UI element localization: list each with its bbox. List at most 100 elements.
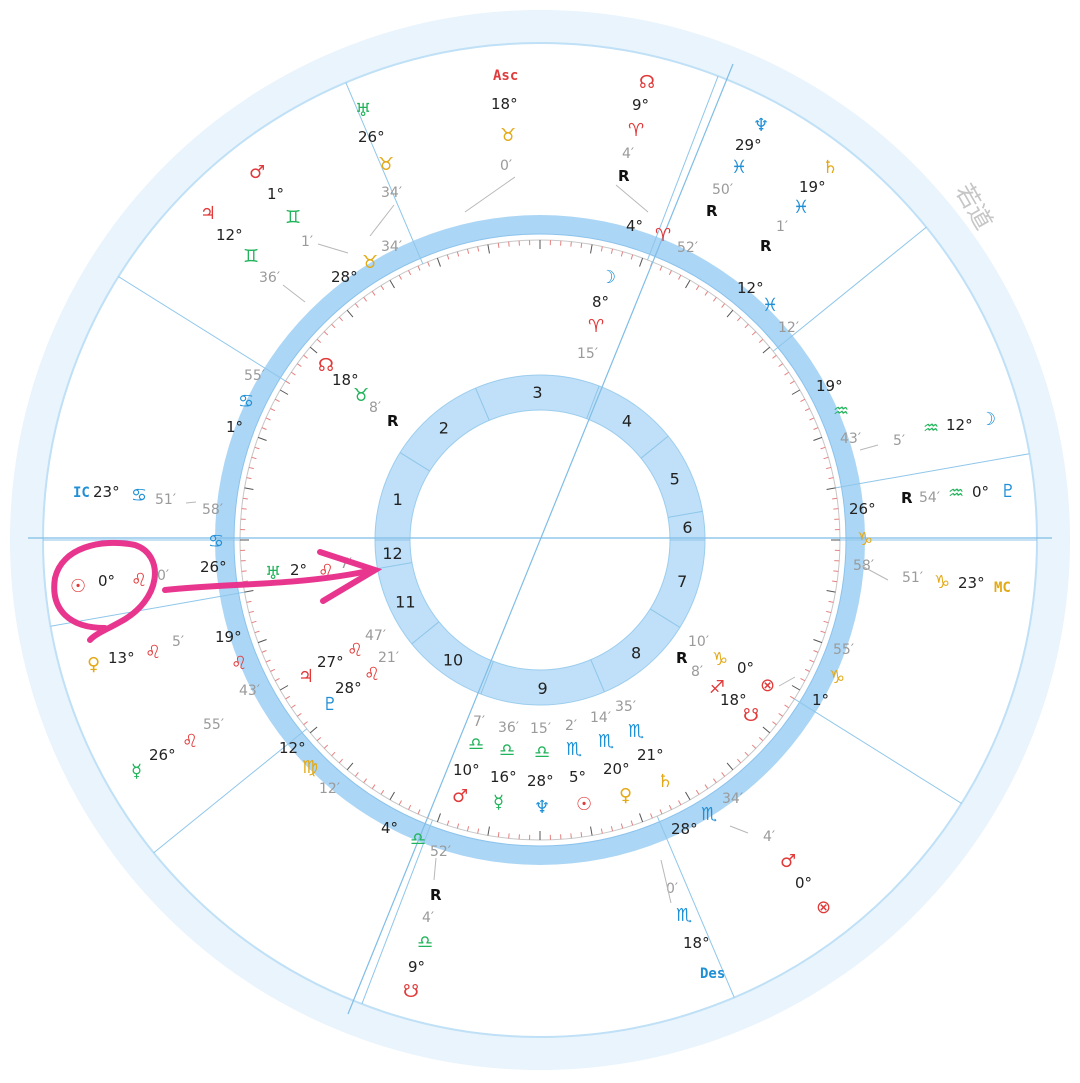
- cusp-1-deg: 26°: [200, 558, 227, 576]
- degree-tick: [251, 620, 257, 624]
- degree-tick: [789, 380, 795, 385]
- degree-tick: [466, 248, 470, 254]
- degree-tick: [380, 789, 385, 795]
- house-cusp-line: [794, 698, 962, 804]
- meridian-axis: [347, 63, 734, 1015]
- degree-tick: [744, 751, 749, 757]
- degree-tick: [758, 737, 764, 742]
- degree-tick: [331, 323, 336, 329]
- planet-pluto-sign: ♌: [364, 664, 380, 685]
- degree-tick: [600, 828, 603, 834]
- degree-tick: [778, 712, 783, 717]
- house-number: 9: [537, 679, 547, 698]
- outer-pluto-min: 54′: [919, 490, 940, 506]
- degree-tick: [809, 417, 815, 421]
- degree-tick: [791, 685, 801, 691]
- cusp-9-deg: 12°: [737, 279, 764, 297]
- outer-uranus-sign: ♉: [378, 154, 394, 175]
- outer-jupiter-icon: ♃: [200, 203, 216, 224]
- degree-tick: [610, 826, 614, 832]
- cusp-2-sign: ♌: [231, 653, 247, 674]
- degree-ticks: [240, 240, 840, 840]
- outer-southnode-retro: R: [430, 886, 442, 904]
- outer-sun-deg: 0°: [98, 572, 115, 590]
- planet-sun-sign: ♏: [566, 739, 582, 760]
- angle-mc-deg: 23°: [958, 574, 985, 592]
- degree-tick: [297, 712, 302, 717]
- degree-tick: [265, 659, 271, 663]
- outer-saturn-sign: ♓: [793, 197, 809, 218]
- cusp-5-min: 34′: [722, 791, 743, 807]
- degree-tick: [446, 254, 450, 260]
- cusp-7-sign: ♑: [857, 529, 873, 550]
- planet-node-retro: R: [387, 412, 399, 430]
- house-number: 6: [682, 518, 692, 537]
- degree-tick: [668, 270, 672, 276]
- degree-tick: [772, 354, 777, 359]
- degree-tick: [726, 762, 734, 771]
- degree-tick: [456, 823, 460, 829]
- planet-sun-icon: ☉: [576, 794, 592, 815]
- outer-pluto-icon: ♇: [1000, 481, 1016, 502]
- degree-tick: [257, 436, 267, 441]
- outer-jupiter-deg: 12°: [216, 226, 243, 244]
- outer-node-icon: ☊: [639, 72, 655, 93]
- planet-uranus-icon: ♅: [265, 563, 281, 584]
- planet-venus-icon: ♀: [619, 785, 632, 806]
- outer-moon-sign: ♒: [923, 418, 939, 439]
- planet-moon-min: 15′: [577, 346, 598, 362]
- degree-tick: [823, 456, 829, 460]
- cusp-3-min: 12′: [319, 781, 340, 797]
- degree-tick: [417, 265, 421, 271]
- degree-tick: [712, 297, 717, 302]
- cusp-3-deg: 12°: [279, 739, 306, 757]
- degree-tick: [380, 285, 385, 291]
- degree-tick: [820, 446, 826, 450]
- degree-tick: [242, 497, 248, 500]
- degree-tick: [274, 678, 280, 682]
- house-number: 11: [395, 592, 415, 611]
- planet-saturn-icon: ♄: [657, 771, 673, 792]
- angle-asc-sign: ♉: [500, 125, 516, 146]
- angle-des-deg: 18°: [683, 934, 710, 952]
- degree-tick: [251, 456, 257, 460]
- planet-sag-retro: R: [676, 649, 688, 667]
- degree-tick: [668, 804, 672, 810]
- degree-tick: [620, 823, 624, 829]
- cusp-1-sign: ♋: [208, 531, 224, 552]
- degree-tick: [826, 487, 836, 490]
- angle-asc-label: Asc: [493, 68, 518, 84]
- degree-tick: [828, 600, 834, 603]
- degree-tick: [762, 726, 771, 734]
- angle-des-sign: ♏: [676, 905, 692, 926]
- planet-sag-sign: ♑: [712, 649, 728, 670]
- degree-tick: [354, 772, 359, 777]
- degree-tick: [751, 331, 757, 336]
- degree-tick: [309, 726, 318, 734]
- degree-tick: [610, 248, 614, 254]
- degree-tick: [620, 251, 624, 257]
- house-cusp-line: [50, 591, 245, 627]
- pink-annotation: [51, 539, 383, 643]
- degree-tick: [820, 630, 826, 634]
- degree-tick: [704, 291, 709, 296]
- house-cusp-line: [647, 75, 719, 261]
- degree-tick: [408, 804, 412, 810]
- outer-sun-sign: ♌: [131, 570, 147, 591]
- planet-sag-icon: ♐: [709, 677, 725, 698]
- planet-venus-deg: 20°: [603, 760, 630, 778]
- degree-tick: [570, 241, 572, 247]
- degree-tick: [721, 303, 726, 308]
- degree-tick: [254, 630, 260, 634]
- degree-tick: [346, 309, 354, 318]
- degree-tick: [600, 246, 603, 252]
- degree-tick: [436, 257, 441, 267]
- degree-tick: [363, 297, 368, 302]
- degree-tick: [338, 758, 343, 764]
- degree-tick: [477, 828, 480, 834]
- planet-mercury-min: 36′: [498, 720, 519, 736]
- outer-uranus-icon: ♅: [355, 100, 371, 121]
- angle-ic-label: IC: [73, 485, 90, 501]
- house-cusp-line: [772, 226, 927, 352]
